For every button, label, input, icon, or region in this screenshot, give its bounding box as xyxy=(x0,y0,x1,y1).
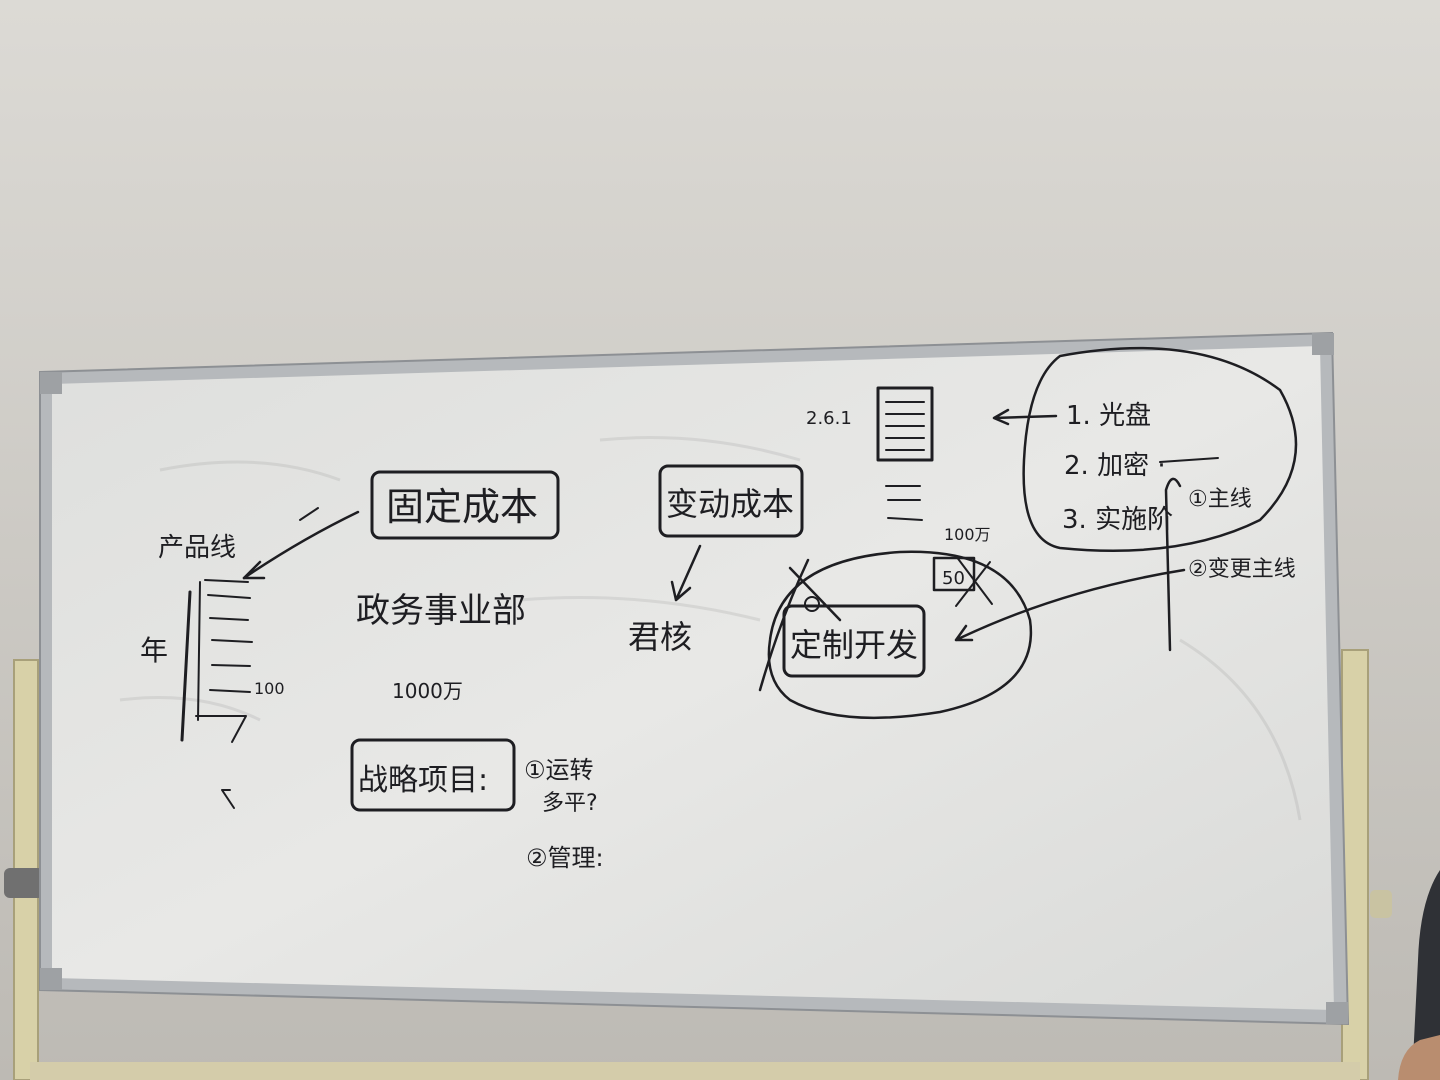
small-arrow-bottom-left xyxy=(221,789,235,809)
strategy-note-1: ①运转 xyxy=(524,756,594,784)
stand-bar xyxy=(30,1062,1360,1080)
list-item-2: 2. 加密 · xyxy=(1064,451,1166,481)
arrow-mainline-to-custom xyxy=(954,568,1186,642)
knob-left xyxy=(4,868,44,898)
year-label: 年 xyxy=(140,634,168,667)
corner-bl xyxy=(40,968,62,990)
small-circle-marker xyxy=(804,596,820,612)
scale-number: 100 xyxy=(254,679,285,698)
custom-slash xyxy=(788,566,842,622)
custom-amount: 100万 xyxy=(944,525,991,544)
custom-dev-box xyxy=(782,604,926,678)
custom-enclosure xyxy=(767,550,1033,720)
version-number: 2.6.1 xyxy=(806,408,852,429)
corner-tr xyxy=(1312,333,1334,355)
list-item-3: 3. 实施阶 xyxy=(1062,505,1173,535)
main-line-1: ①主线 xyxy=(1188,487,1252,512)
fixed-cost-text: 固定成本 xyxy=(386,485,538,529)
corner-br xyxy=(1326,1002,1348,1024)
strategy-note-2: 多平? xyxy=(542,791,598,816)
main-line-2: ②变更主线 xyxy=(1188,557,1296,582)
strategy-note-3: ②管理: xyxy=(526,844,604,872)
government-dept-text: 政务事业部 xyxy=(356,591,526,631)
erased-smudges xyxy=(119,436,1302,821)
small-number-box xyxy=(932,556,976,592)
variable-result-text: 君核 xyxy=(628,618,692,656)
strategy-box xyxy=(350,738,516,812)
left-vertical-line xyxy=(180,590,192,742)
arrow-fixed-head xyxy=(242,560,266,580)
strategy-text: 战略项目: xyxy=(358,763,488,798)
list-item-1: 1. 光盘 xyxy=(1066,401,1151,431)
scale-ticks xyxy=(195,579,253,743)
person-hand xyxy=(1398,1035,1440,1080)
person-edge xyxy=(1412,870,1440,1080)
custom-cross-line xyxy=(758,558,810,692)
list-item-2-line xyxy=(1159,457,1219,463)
stray-line xyxy=(299,507,319,521)
small-box-cross xyxy=(955,555,993,607)
fixed-cost-box xyxy=(370,470,560,540)
custom-dev-text: 定制开发 xyxy=(790,626,918,664)
product-line-label: 产品线 xyxy=(158,533,236,563)
variable-cost-text: 变动成本 xyxy=(666,485,794,523)
small-box-number: 50 xyxy=(942,568,965,589)
variable-cost-box xyxy=(658,464,804,538)
arrow-list-to-doc xyxy=(992,408,1058,426)
arrow-fixed-to-scale xyxy=(242,510,360,580)
document-lines xyxy=(885,401,925,521)
document-icon xyxy=(876,386,934,462)
list-enclosure xyxy=(1022,346,1298,552)
corner-tl xyxy=(40,372,62,394)
government-amount: 1000万 xyxy=(392,679,463,703)
main-line-vertical xyxy=(1164,477,1182,652)
arrow-variable-down xyxy=(670,544,702,602)
knob-right xyxy=(1370,890,1392,918)
board-surface xyxy=(52,346,1334,1010)
